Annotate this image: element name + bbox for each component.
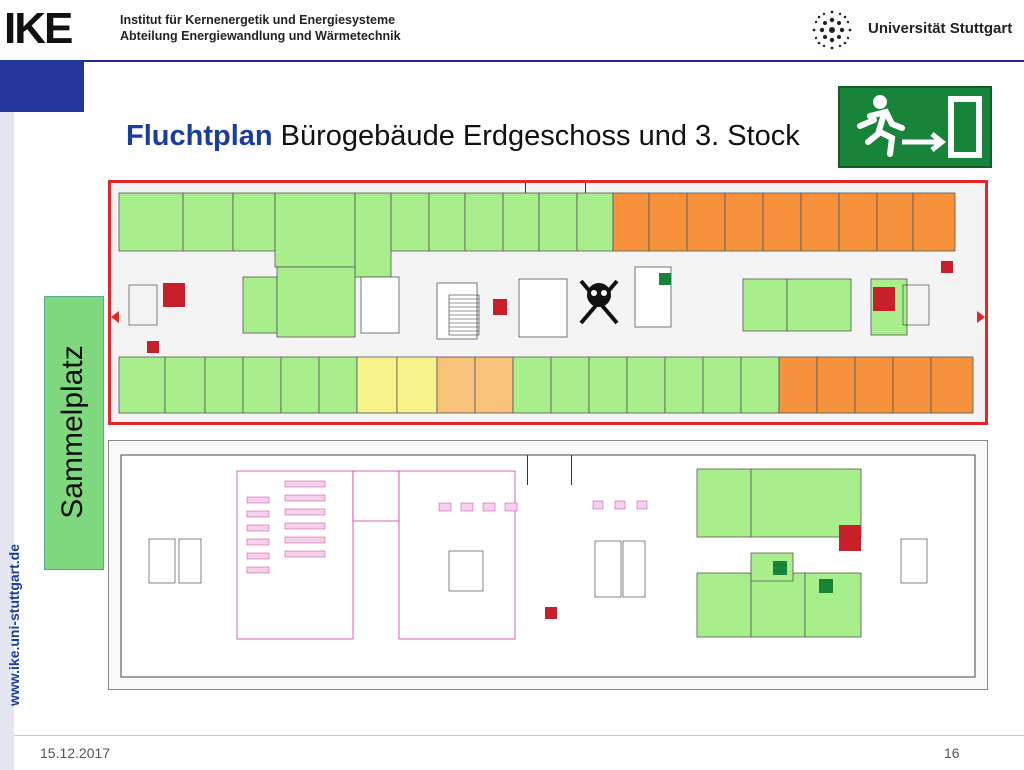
- fire-extinguisher-icon: [545, 525, 861, 619]
- left-margin-bar: [0, 60, 14, 770]
- ike-logo: IKE: [0, 0, 84, 60]
- page-title: Fluchtplan Bürogebäude Erdgeschoss und 3…: [126, 120, 800, 153]
- page-number: 16: [944, 745, 960, 761]
- first-aid-icon: [659, 273, 671, 285]
- emergency-exit-sign-icon: [838, 86, 992, 168]
- floor-plan-third-drawing: [109, 441, 987, 689]
- website-url: www.ike.uni-stuttgart.de: [6, 543, 22, 707]
- floor-plan-ground: [108, 180, 988, 425]
- first-aid-icon: [773, 561, 833, 593]
- footer-date: 15.12.2017: [40, 745, 111, 761]
- page-title-rest: Bürogebäude Erdgeschoss und 3. Stock: [272, 120, 800, 152]
- header: [0, 0, 1024, 62]
- assembly-point-marker: [44, 296, 104, 570]
- department-name: Abteilung Energiewandlung und Wärmetechn…: [120, 29, 401, 43]
- page-title-strong: Fluchtplan: [126, 120, 273, 152]
- floor-plan-ground-drawing: [111, 183, 985, 422]
- university-logo-icon: [812, 10, 852, 50]
- assembly-point-label: Sammelplatz: [56, 345, 89, 519]
- logo-blue-bar: [0, 60, 84, 112]
- floor-plan-third: [108, 440, 988, 690]
- fire-extinguisher-icon: [147, 261, 953, 353]
- university-name: Universität Stuttgart: [868, 20, 1013, 37]
- institute-name: Institut für Kernenergetik und Energiesy…: [120, 13, 396, 27]
- footer-divider: [14, 735, 1024, 736]
- ike-logo-text: IKE: [4, 4, 73, 53]
- skull-crossbones-icon: [579, 279, 619, 325]
